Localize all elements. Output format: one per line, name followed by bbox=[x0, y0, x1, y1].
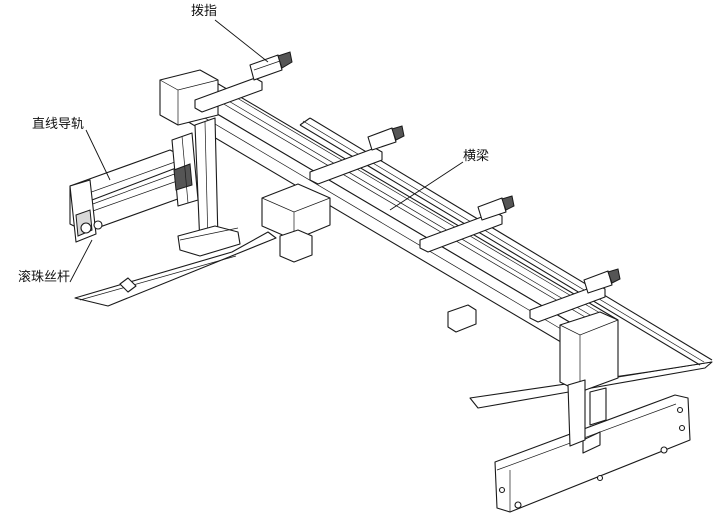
drive-motor bbox=[261, 183, 331, 263]
left-arm bbox=[69, 149, 187, 243]
right-column bbox=[559, 311, 619, 447]
finger-carriage-2 bbox=[309, 125, 405, 185]
label-crossbeam: 横梁 bbox=[463, 149, 490, 164]
mid-drive-block bbox=[447, 304, 477, 333]
left-column bbox=[159, 69, 241, 257]
crossbeam bbox=[184, 81, 619, 359]
right-end-frame bbox=[494, 394, 691, 513]
left-actuator bbox=[171, 132, 199, 207]
label-linear-guide: 直线导轨 bbox=[32, 117, 85, 132]
finger-carriage-3 bbox=[419, 195, 515, 253]
left-base-plate bbox=[74, 231, 277, 307]
label-ball-screw: 滚珠丝杆 bbox=[18, 270, 71, 285]
finger-carriage-1 bbox=[194, 51, 293, 113]
label-finger: 拨指 bbox=[191, 4, 218, 19]
finger-carriage-4 bbox=[529, 268, 621, 323]
leader-lines bbox=[69, 19, 464, 283]
